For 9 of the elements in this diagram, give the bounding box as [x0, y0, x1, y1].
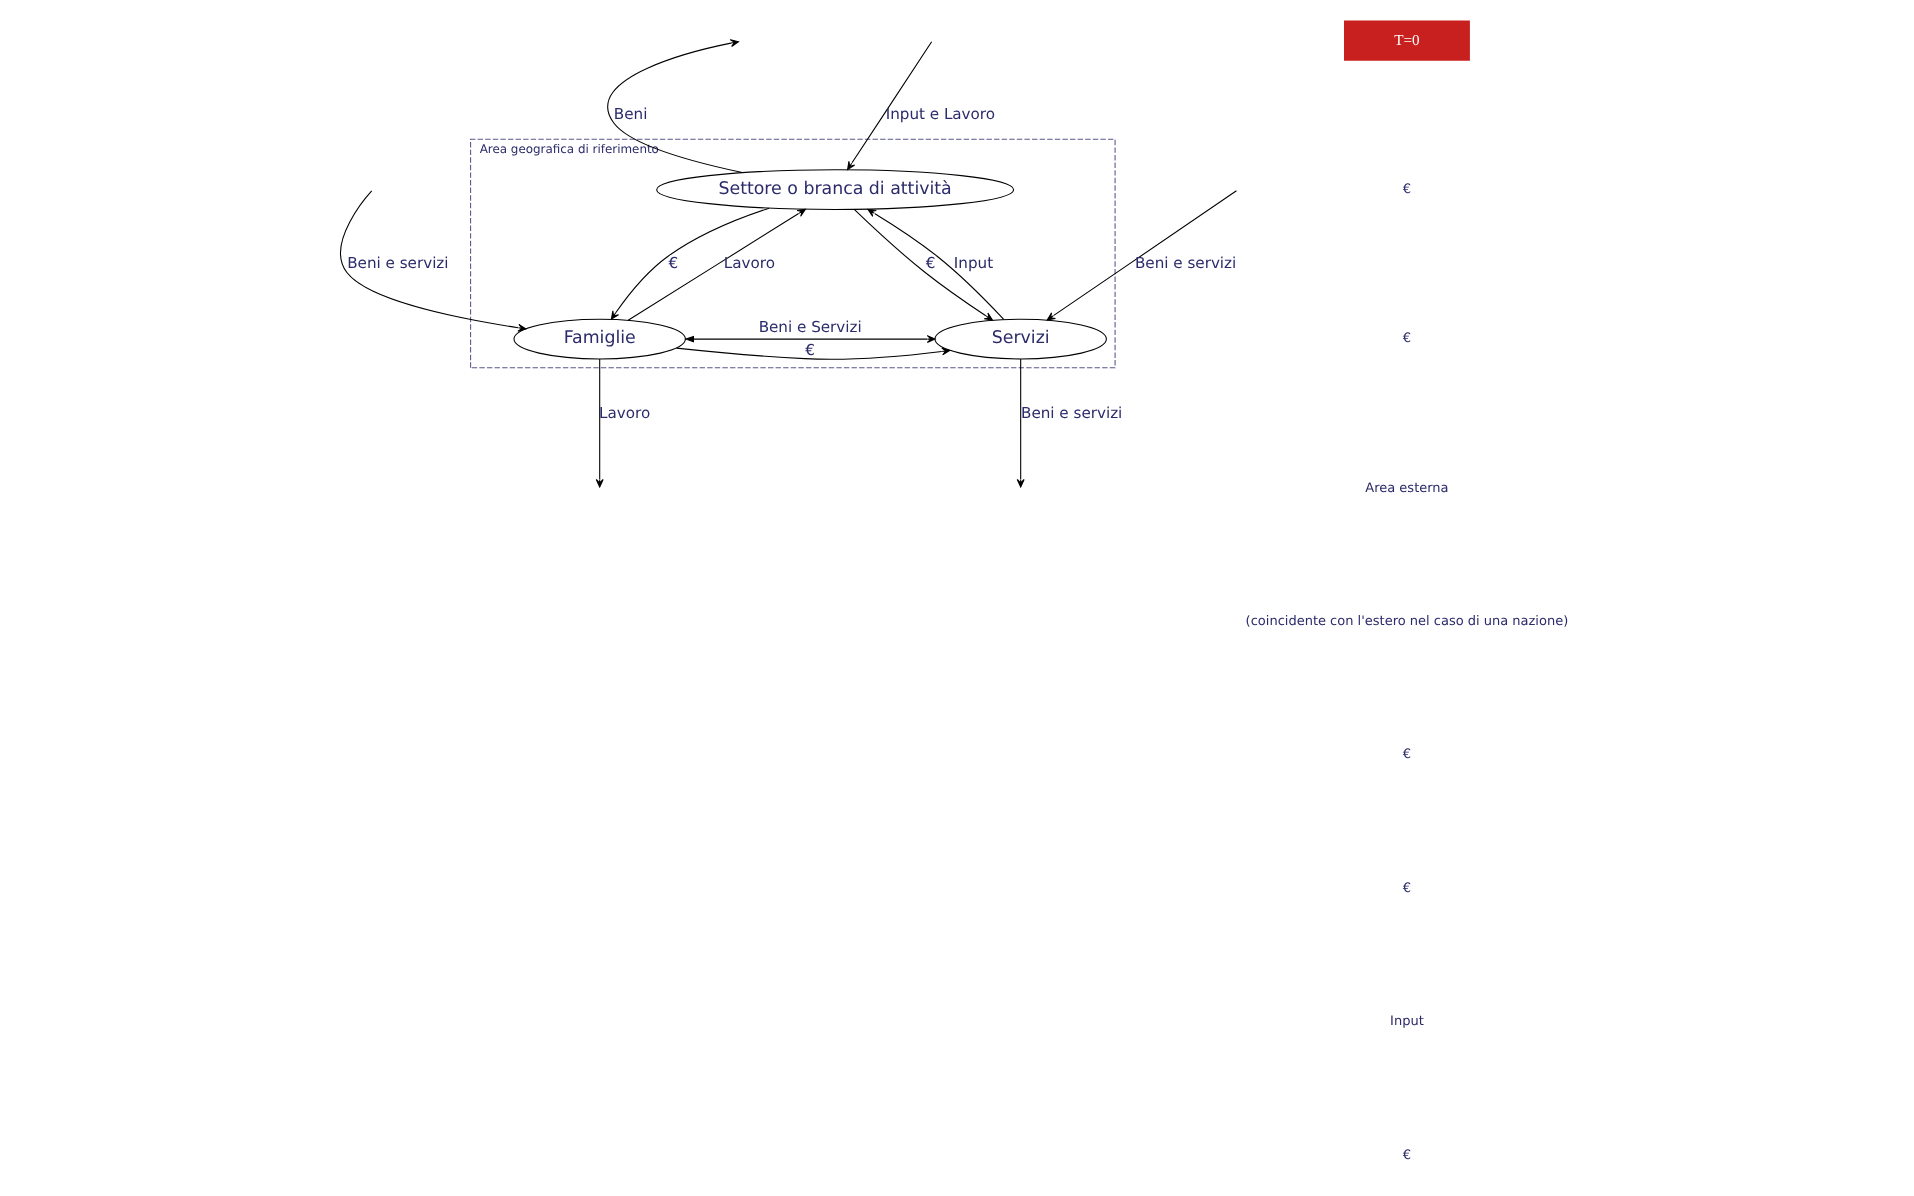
arrow: [606, 42, 742, 174]
node-ellipse: Settore o branca di attività: [655, 169, 1014, 210]
arrow: [866, 208, 1004, 320]
arrow: [852, 209, 992, 321]
arrow: [609, 207, 769, 320]
node-box: T=0: [1343, 20, 1469, 61]
arrow: [683, 335, 935, 344]
arrow: [626, 208, 805, 321]
arrow: [674, 347, 950, 360]
